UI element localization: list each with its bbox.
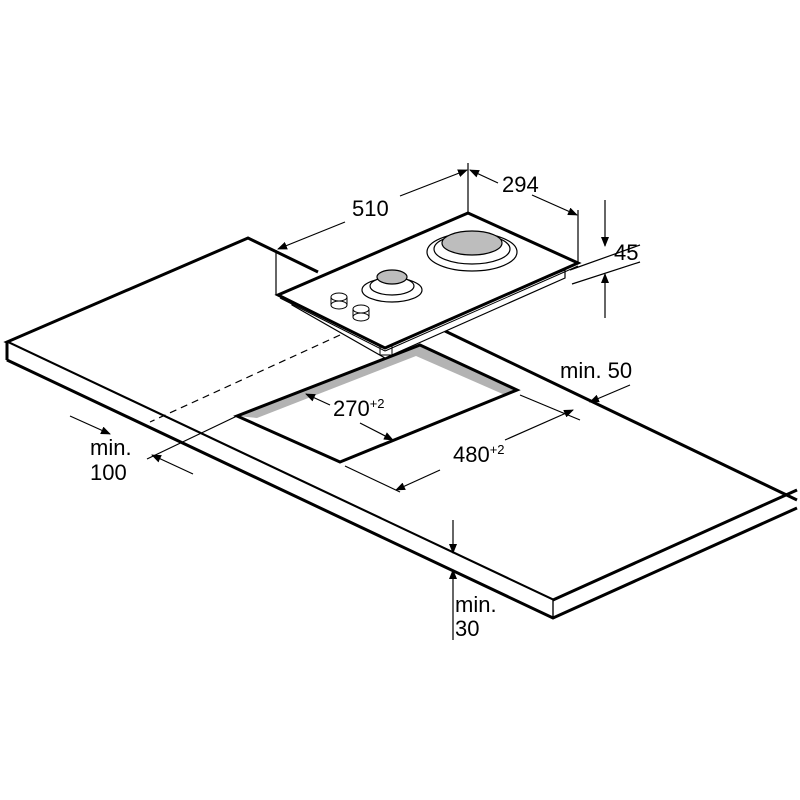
depth-label: 294	[502, 172, 539, 197]
min-front-label-2: 100	[90, 460, 127, 485]
hob	[274, 211, 582, 359]
cutout	[233, 343, 521, 464]
width-label: 510	[352, 196, 389, 221]
min-thickness-label-2: 30	[455, 616, 479, 641]
min-front-label-1: min.	[90, 435, 132, 460]
cutout-depth-label: 270+2	[333, 396, 385, 421]
cutout-width-label: 480+2	[453, 442, 505, 467]
height-label: 45	[614, 240, 638, 265]
control-knob	[330, 292, 348, 310]
large-burner	[426, 230, 518, 272]
control-knob	[352, 304, 370, 322]
dimension-labels: 510 294 45 min. 50 270+2 480+2 min. 100 …	[90, 172, 638, 641]
dimension-lines	[69, 163, 641, 640]
min-thickness-label-1: min.	[455, 592, 497, 617]
min-side-label: min. 50	[560, 358, 632, 383]
small-burner	[361, 269, 423, 303]
